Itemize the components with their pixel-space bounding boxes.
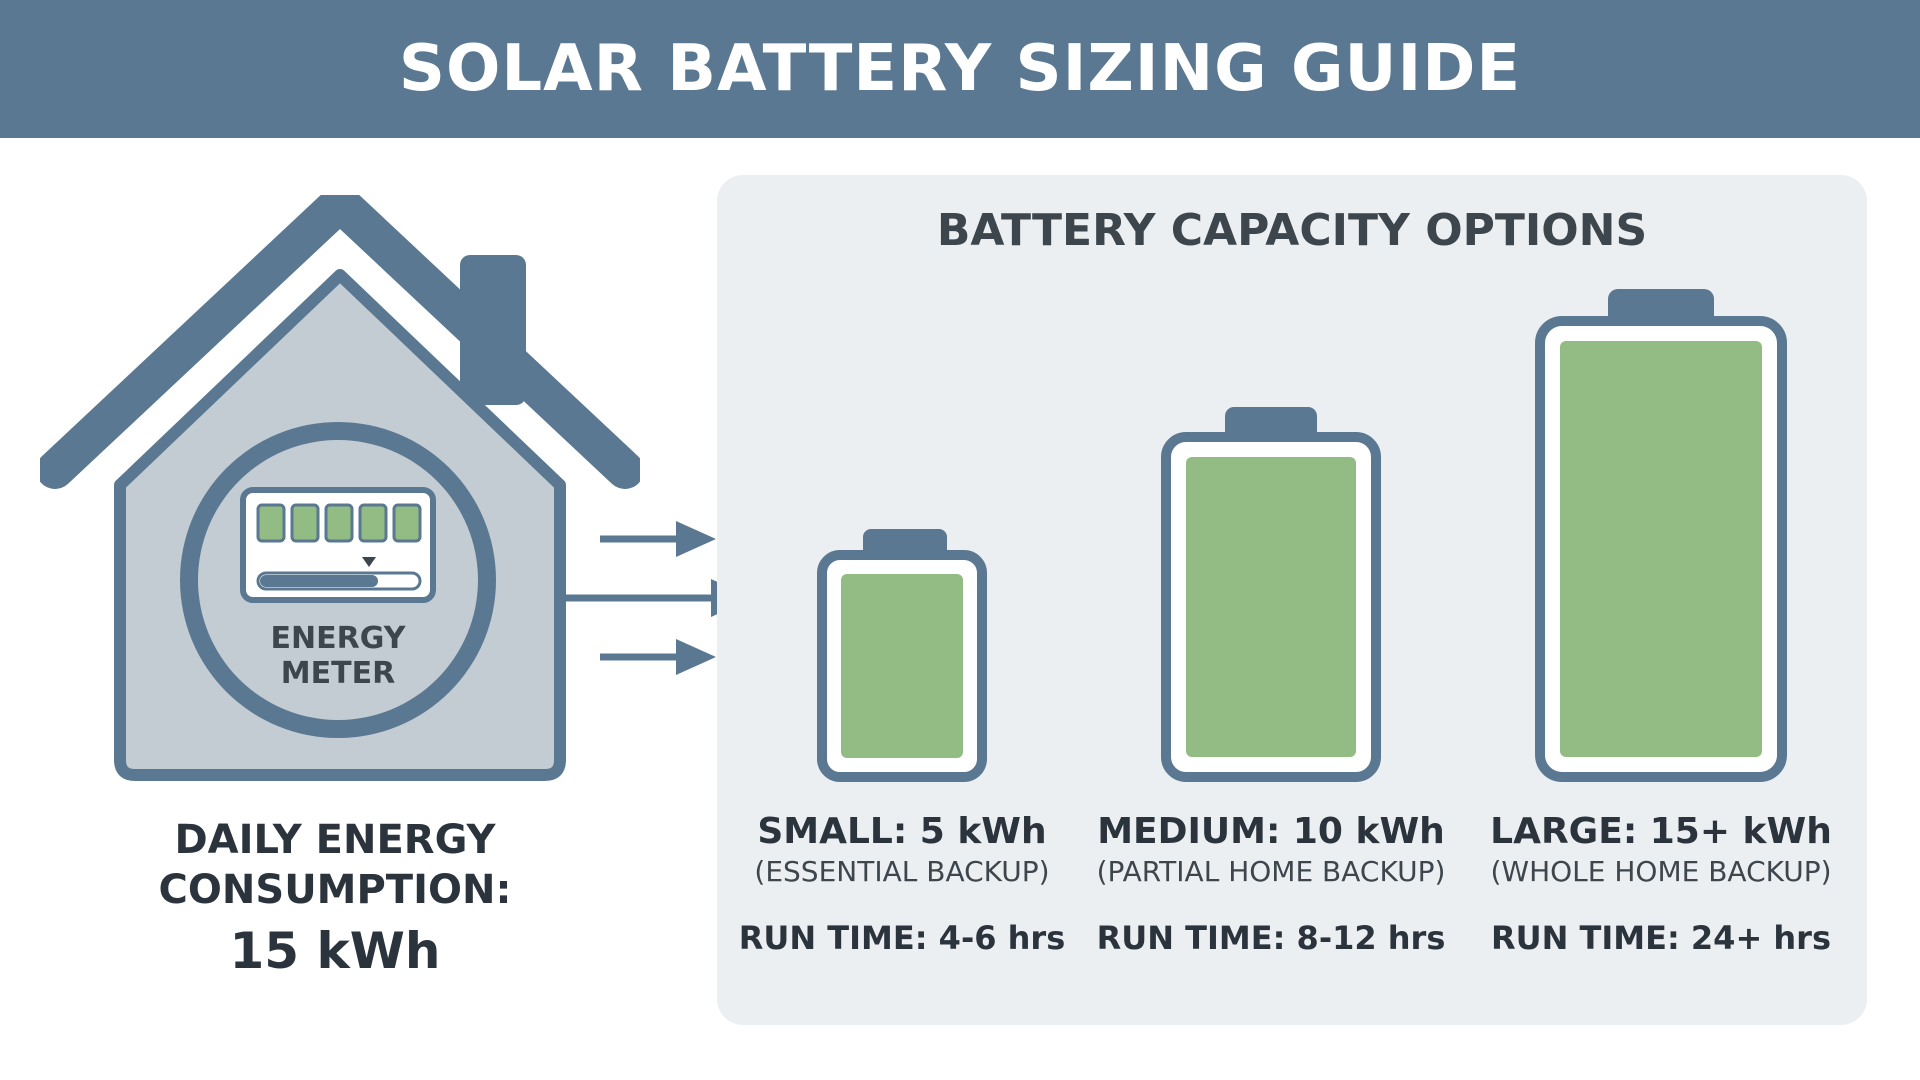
- house-roof: [40, 195, 640, 489]
- house-illustration: ENERGY METER: [40, 195, 640, 795]
- consumption-label-line1: DAILY ENERGY: [174, 817, 496, 863]
- meter-bar-fill: [260, 575, 378, 587]
- house-icon: ENERGY METER: [40, 195, 640, 781]
- battery-medium-label: MEDIUM: 10 kWh (PARTIAL HOME BACKUP) RUN…: [1091, 810, 1451, 958]
- battery-desc: (ESSENTIAL BACKUP): [754, 855, 1050, 888]
- battery-run-time: RUN TIME: 8-12 hrs: [1096, 919, 1446, 957]
- battery-small-icon: [817, 529, 987, 782]
- meter-digit: [392, 503, 422, 543]
- arrow-right-icon: [600, 639, 716, 675]
- meter-pointer-icon: [362, 557, 376, 567]
- consumption-label-line2: CONSUMPTION:: [158, 867, 512, 913]
- battery-large-icon: [1535, 289, 1787, 782]
- meter-label-line2: METER: [281, 656, 395, 691]
- battery-large-label: LARGE: 15+ kWh (WHOLE HOME BACKUP) RUN T…: [1481, 810, 1841, 958]
- meter-digit: [324, 503, 354, 543]
- meter-digit: [256, 503, 286, 543]
- consumption-value: 15 kWh: [229, 922, 441, 980]
- daily-consumption: DAILY ENERGY CONSUMPTION: 15 kWh: [130, 815, 540, 983]
- battery-name: MEDIUM: 10 kWh: [1097, 811, 1445, 852]
- battery-run-time: RUN TIME: 24+ hrs: [1490, 919, 1831, 957]
- meter-digit: [290, 503, 320, 543]
- meter-digit: [358, 503, 388, 543]
- battery-desc: (WHOLE HOME BACKUP): [1490, 855, 1832, 888]
- battery-options-panel: BATTERY CAPACITY OPTIONS SMALL:: [717, 175, 1867, 1025]
- header-bar: SOLAR BATTERY SIZING GUIDE: [0, 0, 1920, 138]
- meter-label-line1: ENERGY: [271, 621, 407, 656]
- battery-name: SMALL: 5 kWh: [757, 811, 1047, 852]
- battery-medium-icon: [1161, 407, 1381, 782]
- battery-small-label: SMALL: 5 kWh (ESSENTIAL BACKUP) RUN TIME…: [722, 810, 1082, 958]
- arrow-right-icon: [600, 521, 716, 557]
- battery-name: LARGE: 15+ kWh: [1490, 811, 1832, 852]
- page-title: SOLAR BATTERY SIZING GUIDE: [398, 32, 1522, 106]
- battery-run-time: RUN TIME: 4-6 hrs: [738, 919, 1066, 957]
- panel-title: BATTERY CAPACITY OPTIONS: [936, 205, 1648, 256]
- battery-desc: (PARTIAL HOME BACKUP): [1096, 855, 1446, 888]
